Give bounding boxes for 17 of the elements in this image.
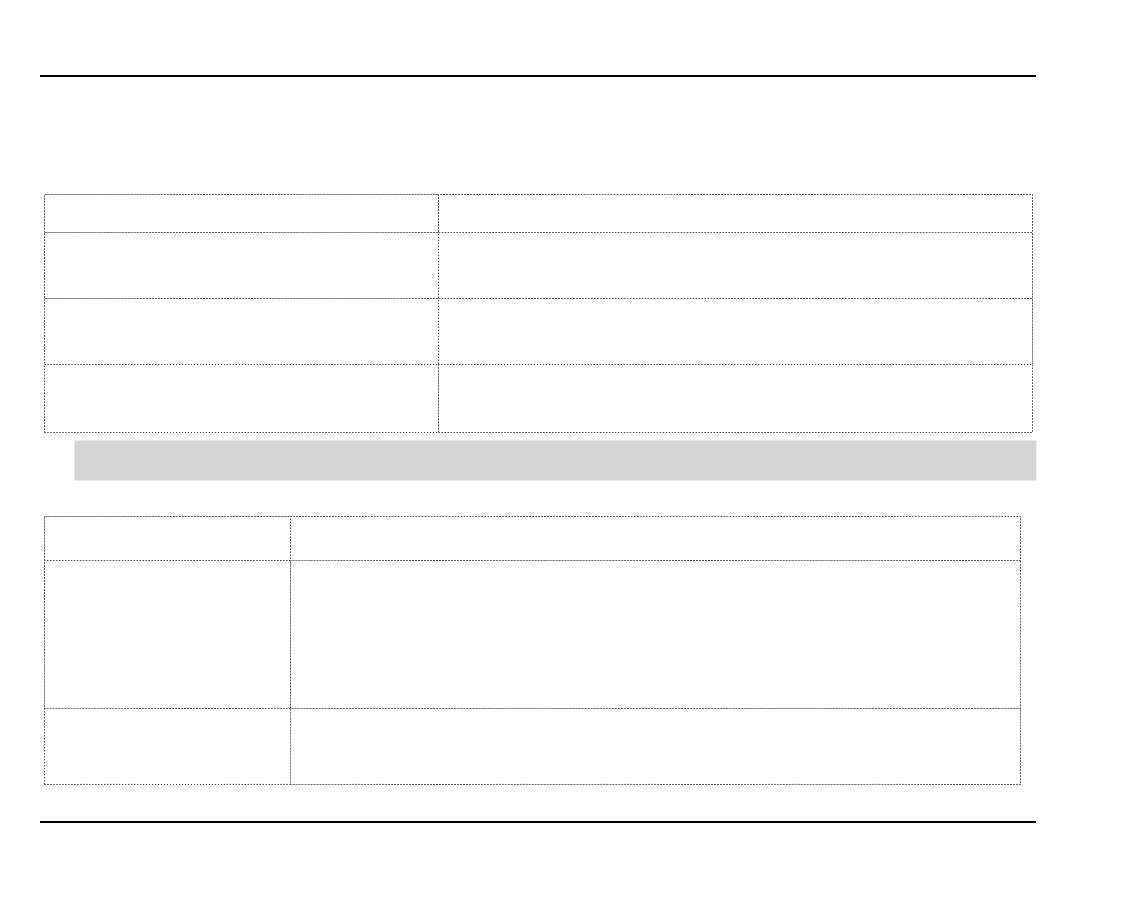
table-cell — [438, 364, 1033, 433]
table-cell — [438, 232, 1033, 299]
table-cell — [44, 194, 439, 233]
table-cell — [438, 298, 1033, 365]
table-cell — [44, 298, 439, 365]
table-cell — [438, 194, 1033, 233]
table-frame — [44, 516, 1021, 785]
table-cell — [44, 560, 291, 709]
table-cell — [290, 516, 1021, 561]
table-frame — [44, 194, 1033, 433]
table-cell — [44, 516, 291, 561]
table-cell — [44, 708, 291, 785]
table-cell — [44, 232, 439, 299]
table-cell — [290, 708, 1021, 785]
table-cell — [290, 560, 1021, 709]
shaded-band — [74, 440, 1037, 481]
table-cell — [44, 364, 439, 433]
